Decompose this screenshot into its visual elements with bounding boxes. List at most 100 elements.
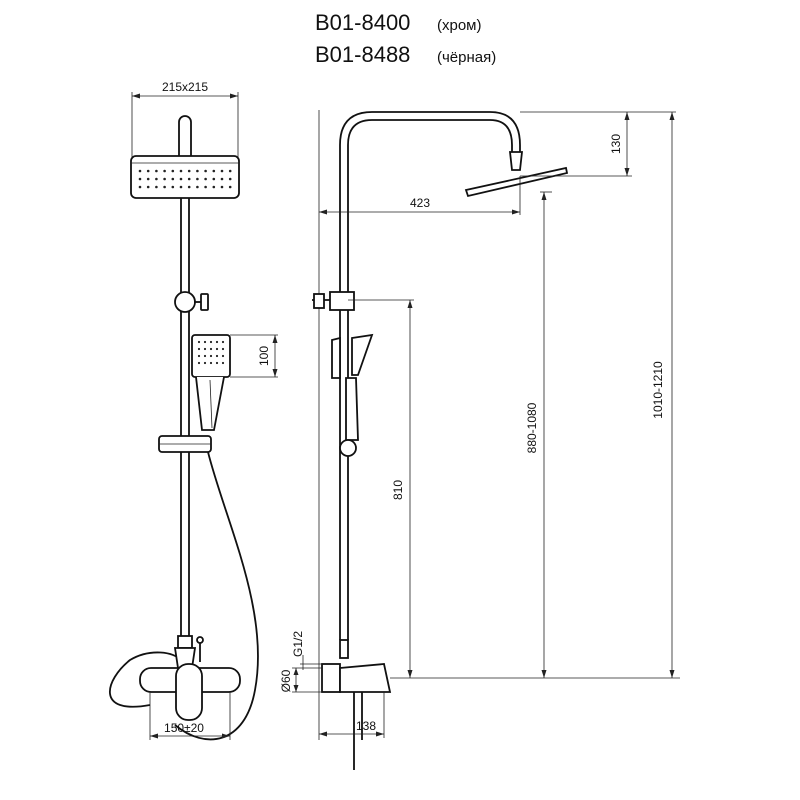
side-shower-head [464,166,569,198]
mixer-depth-label: 138 [356,719,376,733]
diverter-lever [200,293,209,311]
hand-nozzle-dot [203,347,207,351]
bracket-mount [313,293,325,309]
model-finish-1: (хром) [437,17,482,34]
wall-flange [321,663,341,693]
nozzle-dot [196,185,199,189]
head-drop-label: 130 [609,134,623,154]
model-code-2: B01-8488 [315,42,410,67]
front-view: 215x215 [109,80,278,741]
nozzle-dot [163,177,166,181]
hand-nozzle-dot [209,340,213,344]
hand-shower-label: 100 [257,346,271,366]
nozzle-dot [220,185,224,189]
top-pipe-cap [178,115,192,156]
shower-hose [174,451,259,741]
hose-loop [109,651,181,708]
nozzle-dot [204,169,207,173]
nozzle-dot [204,177,207,181]
nozzle-dot [212,177,216,181]
hand-nozzle-dot [209,354,213,358]
thread-label: G1/2 [291,631,305,657]
head-swivel [508,151,524,171]
slider-height-label: 810 [391,480,405,500]
nozzle-dot [138,177,142,181]
nozzle-dot [138,185,142,189]
hand-nozzle-dot [221,340,225,344]
nozzle-dot [212,169,216,173]
nozzle-dot [171,185,175,189]
flange-label: Ø60 [279,669,293,692]
hand-nozzle-dot [215,340,219,344]
model-code-1: B01-8400 [315,10,410,35]
hand-shower-handle [195,376,225,431]
hand-nozzle-dot [203,361,207,365]
nozzle-dot [204,185,207,189]
mixer-handle [175,663,203,721]
nozzle-dot [187,177,191,181]
side-mixer-body [339,663,392,693]
nozzle-dot [179,177,183,181]
hand-shower-nozzles [197,340,225,365]
nozzle-dot [220,169,224,173]
arm-reach-label: 423 [410,196,430,210]
model-finish-2: (чёрная) [437,49,496,66]
nozzle-dot [155,185,158,189]
nozzle-dot [187,169,191,173]
nozzle-dot [196,169,199,173]
nozzle-dot [228,177,232,181]
hand-nozzle-dot [215,361,219,365]
nozzle-dot [212,185,216,189]
nozzle-dot [146,185,150,189]
nozzle-dot [163,185,166,189]
side-holder-bracket [331,336,341,379]
hand-nozzle-dot [197,347,201,351]
column-outer [339,111,521,640]
hand-nozzle-dot [197,354,201,358]
nozzle-dot [155,177,158,181]
mixer-spacing-label: 150±20 [164,721,204,735]
hand-nozzle-dot [221,354,225,358]
side-slider-knob [339,439,357,457]
holder-height-label: 880-1080 [525,402,539,453]
head-size-label: 215x215 [162,80,208,94]
hand-nozzle-dot [221,361,225,365]
model-header: B01-8400 (хром) B01-8488 (чёрная) [315,10,496,67]
diverter-knob [174,291,196,313]
wall-bracket [329,291,355,311]
total-height-label: 1010-1210 [651,361,665,419]
column-connector [177,635,193,649]
hand-nozzle-dot [197,340,201,344]
hand-nozzle-dot [215,354,219,358]
nozzle-dot [220,177,224,181]
hand-nozzle-dot [203,340,207,344]
nozzle-dot [146,177,150,181]
nozzle-dot [171,169,175,173]
head-nozzles [138,169,232,189]
hand-nozzle-dot [215,347,219,351]
nozzle-dot [179,169,183,173]
nozzle-dot [146,169,150,173]
side-hand-handle [345,377,359,441]
nozzle-dot [138,169,142,173]
nozzle-dot [228,169,232,173]
nozzle-dot [187,185,191,189]
side-view: 423 130 1010-1210 880-1080 810 G1/2 Ø60 [279,110,680,770]
nozzle-dot [196,177,199,181]
nozzle-dot [171,177,175,181]
hand-nozzle-dot [203,354,207,358]
hand-nozzle-dot [209,361,213,365]
column-inner [347,119,513,640]
nozzle-dot [163,169,166,173]
nozzle-dot [228,185,232,189]
side-lower-nut [339,639,349,659]
rain-shower-head [130,155,240,199]
nozzle-dot [179,185,183,189]
hand-nozzle-dot [209,347,213,351]
nozzle-dot [155,169,158,173]
hand-nozzle-dot [221,347,225,351]
hand-nozzle-dot [197,361,201,365]
side-hand-shower [351,333,374,376]
